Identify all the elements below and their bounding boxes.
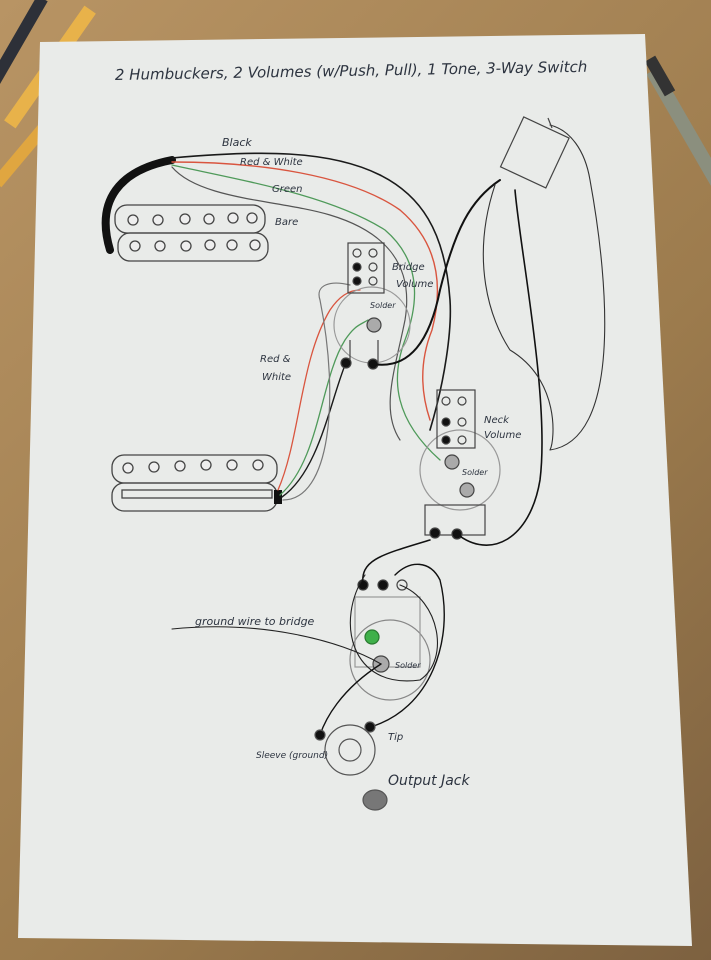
neck-volume-pot	[419, 389, 501, 540]
wire-black-bridge-switch	[372, 179, 501, 366]
wire-black-neck-switch	[456, 189, 543, 546]
paper-sheet	[18, 34, 692, 946]
label-black: Black	[222, 136, 252, 149]
three-way-switch	[499, 116, 570, 189]
wire-black-neck	[281, 359, 348, 498]
label-green: Green	[272, 184, 303, 195]
label-solder-bridge: Solder	[370, 301, 396, 310]
scribble	[362, 789, 388, 811]
label-solder-tone: Solder	[395, 661, 421, 670]
neck-humbucker	[111, 454, 278, 512]
label-sleeve: Sleeve (ground)	[256, 751, 328, 761]
label-tip: Tip	[388, 732, 403, 743]
ground-wire	[171, 626, 382, 665]
wire-black-top	[171, 152, 452, 431]
neck-cable	[274, 490, 282, 504]
wire-red-top	[171, 161, 439, 421]
bridge-humbucker	[114, 204, 269, 262]
label-red-white-top: Red & White	[240, 157, 303, 168]
output-jack	[314, 721, 388, 811]
label-neck-volume-2: Volume	[484, 430, 521, 441]
label-red-white-left-1: Red &	[260, 354, 291, 365]
ground-loop	[482, 124, 606, 451]
wire-bare-neck	[282, 282, 351, 501]
label-bridge-volume-2: Volume	[396, 279, 433, 290]
wire-green-top	[171, 164, 441, 461]
pens-right	[644, 55, 711, 187]
label-solder-neck: Solder	[462, 468, 488, 477]
wire-green-neck	[279, 319, 369, 496]
label-ground-wire: ground wire to bridge	[195, 615, 315, 628]
wire-tone-outline	[349, 574, 438, 682]
label-bridge-volume-1: Bridge	[392, 262, 425, 273]
wire-tip	[369, 563, 445, 728]
label-output-jack: Output Jack	[388, 773, 470, 789]
label-bare: Bare	[275, 217, 298, 228]
bridge-volume-pot	[333, 242, 411, 370]
capacitor	[364, 629, 380, 645]
label-red-white-left-2: White	[262, 372, 291, 383]
label-neck-volume-1: Neck	[484, 415, 510, 426]
bridge-cable	[101, 156, 176, 254]
